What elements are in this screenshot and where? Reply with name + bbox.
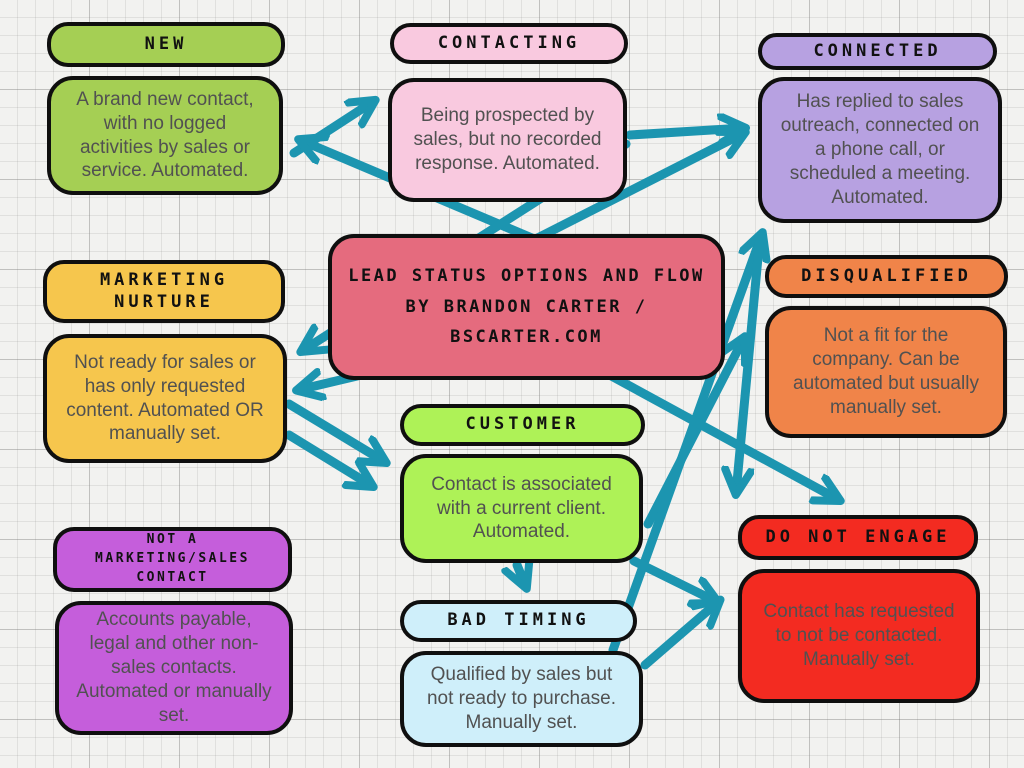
- node-not-marketing-sales-contact-description: Accounts payable, legal and other non-sa…: [55, 601, 293, 735]
- node-new-title: NEW: [47, 22, 285, 67]
- node-marketing-nurture-title: MARKETING NURTURE: [43, 260, 285, 323]
- node-new-description: A brand new contact, with no logged acti…: [47, 76, 283, 195]
- arrow-connected-to-do-not-engage: [736, 231, 765, 493]
- arrow-marketing-nurture-to-customer: [284, 430, 372, 486]
- node-do-not-engage-title: DO NOT ENGAGE: [738, 515, 978, 560]
- arrow-bad-timing-to-do-not-engage: [640, 601, 719, 670]
- node-connected-description: Has replied to sales outreach, connected…: [758, 77, 1002, 223]
- node-not-marketing-sales-contact-title: NOT A MARKETING/SALES CONTACT: [53, 527, 292, 592]
- node-contacting-title: CONTACTING: [390, 23, 628, 64]
- node-do-not-engage-description: Contact has requested to not be contacte…: [738, 569, 980, 703]
- node-bad-timing-description: Qualified by sales but not ready to purc…: [400, 651, 643, 747]
- node-customer-description: Contact is associated with a current cli…: [400, 454, 643, 563]
- arrow-customer-to-bad-timing: [517, 565, 526, 587]
- node-disqualified-title: DISQUALIFIED: [765, 255, 1008, 298]
- arrow-customer-to-do-not-engage: [629, 556, 717, 602]
- node-bad-timing-title: BAD TIMING: [400, 600, 637, 642]
- node-marketing-nurture-description: Not ready for sales or has only requeste…: [43, 334, 287, 463]
- node-contacting-description: Being prospected by sales, but no record…: [388, 78, 627, 202]
- node-customer-title: CUSTOMER: [400, 404, 645, 446]
- node-disqualified-description: Not a fit for the company. Can be automa…: [765, 306, 1007, 438]
- center-title-box: LEAD STATUS OPTIONS AND FLOW BY BRANDON …: [328, 234, 725, 380]
- node-connected-title: CONNECTED: [758, 33, 997, 70]
- arrow-contacting-to-connected: [625, 128, 744, 135]
- arrow-new-to-contacting: [289, 101, 374, 158]
- arrow-marketing-nurture-to-customer: [284, 399, 385, 462]
